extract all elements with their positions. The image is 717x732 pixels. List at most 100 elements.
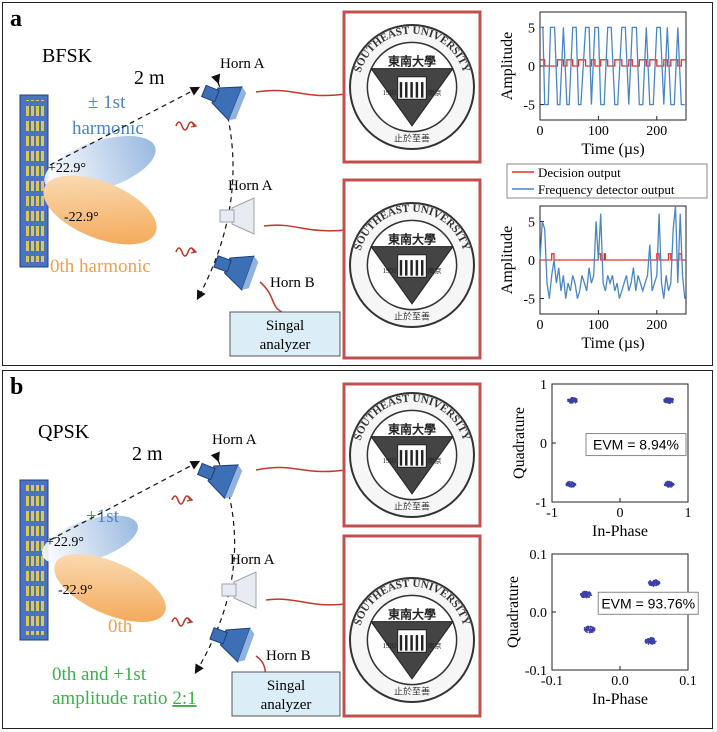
scatter-point bbox=[582, 594, 584, 596]
scatter-point bbox=[649, 581, 651, 583]
legend-a: Decision output Frequency detector outpu… bbox=[506, 163, 708, 199]
scatter-point bbox=[646, 639, 649, 641]
scatter-point bbox=[585, 628, 587, 631]
y-tick-label: 0 bbox=[528, 60, 535, 75]
logo-pillar bbox=[415, 82, 419, 98]
beam-zeroth-harmonic-b bbox=[54, 553, 166, 623]
y-tick-label: -1 bbox=[535, 496, 547, 511]
scatter-point bbox=[588, 591, 590, 593]
x-axis-label: In-Phase bbox=[592, 691, 648, 708]
x-axis-label: Time (µs) bbox=[581, 335, 644, 352]
logo-motto: 止於至善 bbox=[394, 501, 430, 512]
ratio-label-line1: 0th and +1st bbox=[52, 664, 147, 685]
path-line-b bbox=[49, 460, 201, 541]
cable-a2 bbox=[263, 224, 347, 232]
analyzer-label-a-1: Singal bbox=[266, 318, 304, 334]
logo-chinese-name: 東南大學 bbox=[388, 54, 436, 69]
logo-pillar bbox=[415, 260, 419, 276]
scatter-point bbox=[585, 626, 588, 629]
x-tick-label: 100 bbox=[588, 318, 609, 333]
scatter-point bbox=[665, 482, 668, 485]
harmonic-0-label-b: 0th bbox=[108, 616, 133, 637]
logo-pillar bbox=[399, 635, 403, 651]
x-tick-label: 200 bbox=[646, 318, 667, 333]
cable-b2 bbox=[265, 598, 347, 606]
x-tick-label: 0.0 bbox=[611, 674, 629, 689]
scatter-point bbox=[650, 583, 653, 586]
scatter-point bbox=[652, 580, 655, 583]
scatter-point bbox=[654, 640, 657, 643]
harmonic-1-label-a: ± 1st bbox=[88, 92, 126, 113]
scatter-point bbox=[571, 481, 574, 483]
logo-year: 1902 bbox=[382, 642, 397, 650]
horn-b-label-b: Horn B bbox=[266, 648, 311, 664]
ratio-label-line2: amplitude ratio 2:1 bbox=[52, 688, 197, 709]
y-axis-label: Quadrature bbox=[505, 576, 522, 648]
logo-pillar bbox=[410, 82, 413, 98]
horn-a-top-icon bbox=[196, 73, 249, 124]
scatter-point bbox=[591, 631, 594, 633]
series-line-frequency-detector-output bbox=[539, 205, 686, 299]
evm-box bbox=[585, 433, 687, 457]
scatter-point bbox=[663, 484, 666, 487]
horn-a-top-label-b: Horn A bbox=[212, 432, 257, 448]
scatter-point bbox=[573, 484, 576, 487]
scatter-point bbox=[671, 482, 674, 485]
scatter-point bbox=[669, 401, 671, 404]
legend-item-detector: Frequency detector output bbox=[538, 182, 675, 197]
wave-icon-b1 bbox=[171, 495, 193, 505]
series-line-decision-output bbox=[540, 59, 686, 67]
scatter-point bbox=[663, 401, 666, 403]
x-axis-label: Time (µs) bbox=[581, 141, 644, 158]
cable-a3 bbox=[259, 281, 283, 313]
x-axis-label: In-Phase bbox=[592, 523, 648, 540]
scatter-point bbox=[583, 626, 586, 629]
scatter-point bbox=[658, 582, 660, 584]
logo-motto: 止於至善 bbox=[394, 133, 430, 144]
horn-a-top-icon-b bbox=[192, 451, 245, 502]
x-tick-label: 0 bbox=[537, 124, 544, 139]
scatter-point bbox=[666, 398, 669, 401]
logo-chinese-name: 東南大學 bbox=[388, 607, 436, 622]
analyzer-label-b-1: Singal bbox=[267, 678, 305, 694]
scatter-point bbox=[568, 482, 570, 485]
scatter-point bbox=[656, 579, 659, 582]
logo-pillar bbox=[421, 635, 424, 651]
y-axis-label: Amplitude bbox=[499, 32, 516, 100]
evm-annotation: EVM = 93.76% bbox=[601, 595, 695, 611]
cable-b1 bbox=[255, 466, 347, 473]
evm-box bbox=[597, 591, 699, 615]
scatter-point bbox=[593, 629, 596, 632]
scatter-point bbox=[592, 627, 595, 630]
logo-pillar bbox=[421, 260, 424, 276]
scatter-point bbox=[647, 643, 650, 645]
scatter-point bbox=[570, 401, 573, 404]
logo-pillar bbox=[421, 82, 424, 98]
distance-label-a: 2 m bbox=[134, 67, 165, 89]
angle-plus-b: +22.9° bbox=[46, 535, 84, 550]
wave-icon-a1 bbox=[175, 121, 197, 131]
scatter-point bbox=[652, 637, 655, 640]
logo-pillar bbox=[410, 635, 413, 651]
y-tick-label: 0 bbox=[528, 254, 535, 269]
scatter-point bbox=[650, 581, 653, 584]
horn-b-label-a: Horn B bbox=[270, 275, 315, 291]
x-tick-label: 1 bbox=[685, 506, 692, 521]
scatter-point bbox=[574, 398, 576, 401]
scatter-point bbox=[670, 397, 673, 400]
scatter-point bbox=[585, 592, 588, 595]
angle-minus-b: -22.9° bbox=[58, 583, 93, 598]
panel-a bbox=[2, 2, 713, 366]
scatter-point bbox=[645, 642, 648, 644]
scatter-point bbox=[571, 398, 574, 400]
logo-city: 南京 bbox=[428, 641, 442, 650]
scatter-point bbox=[667, 401, 670, 404]
logo-year: 1902 bbox=[382, 267, 397, 275]
horn-b-icon bbox=[209, 243, 261, 293]
scatter-point bbox=[649, 641, 651, 644]
